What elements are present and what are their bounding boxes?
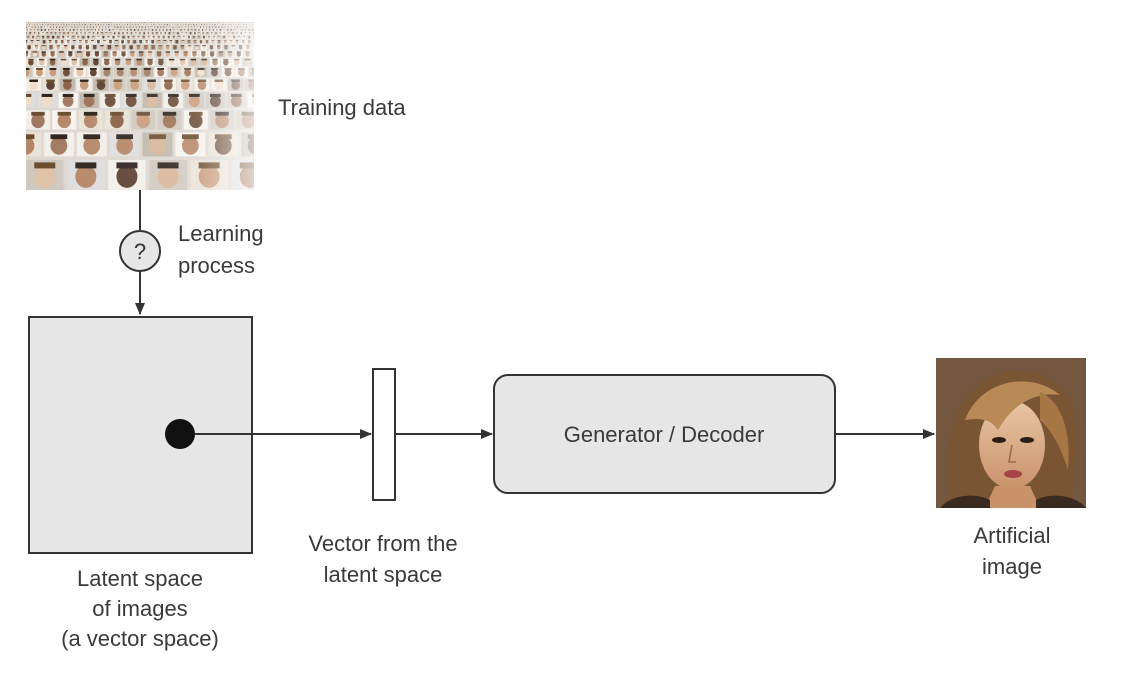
latent-space-label-line1: Latent space [77,566,203,591]
learning-label-line2: process [178,253,255,278]
latent-space-label-line3: (a vector space) [61,626,219,651]
artificial-image-label-line1: Artificial [973,523,1050,548]
face-thumbnail [253,58,254,67]
face-thumbnail-face [254,24,255,25]
question-mark-icon: ? [134,239,146,264]
artificial-image [936,358,1086,508]
vector-label-line2: latent space [324,562,443,587]
generator-label: Generator / Decoder [564,422,765,447]
face-thumbnail-hair [254,51,258,52]
face-thumbnail-face [256,60,262,66]
face-thumbnail-face [253,41,254,43]
face-thumbnail-hair [253,40,254,41]
latent-space-label-line2: of images [92,596,187,621]
training-data-label: Training data [278,95,406,120]
face-thumbnail [253,23,254,26]
face-thumbnail-hair [256,59,262,61]
face-thumbnail-face [254,52,258,57]
artificial-image-label-line2: image [982,554,1042,579]
learning-label-line1: Learning [178,221,264,246]
latent-vector [372,368,396,501]
latent-point [165,419,195,449]
vector-label-line1: Vector from the [308,531,457,556]
training-data-image [26,22,262,190]
